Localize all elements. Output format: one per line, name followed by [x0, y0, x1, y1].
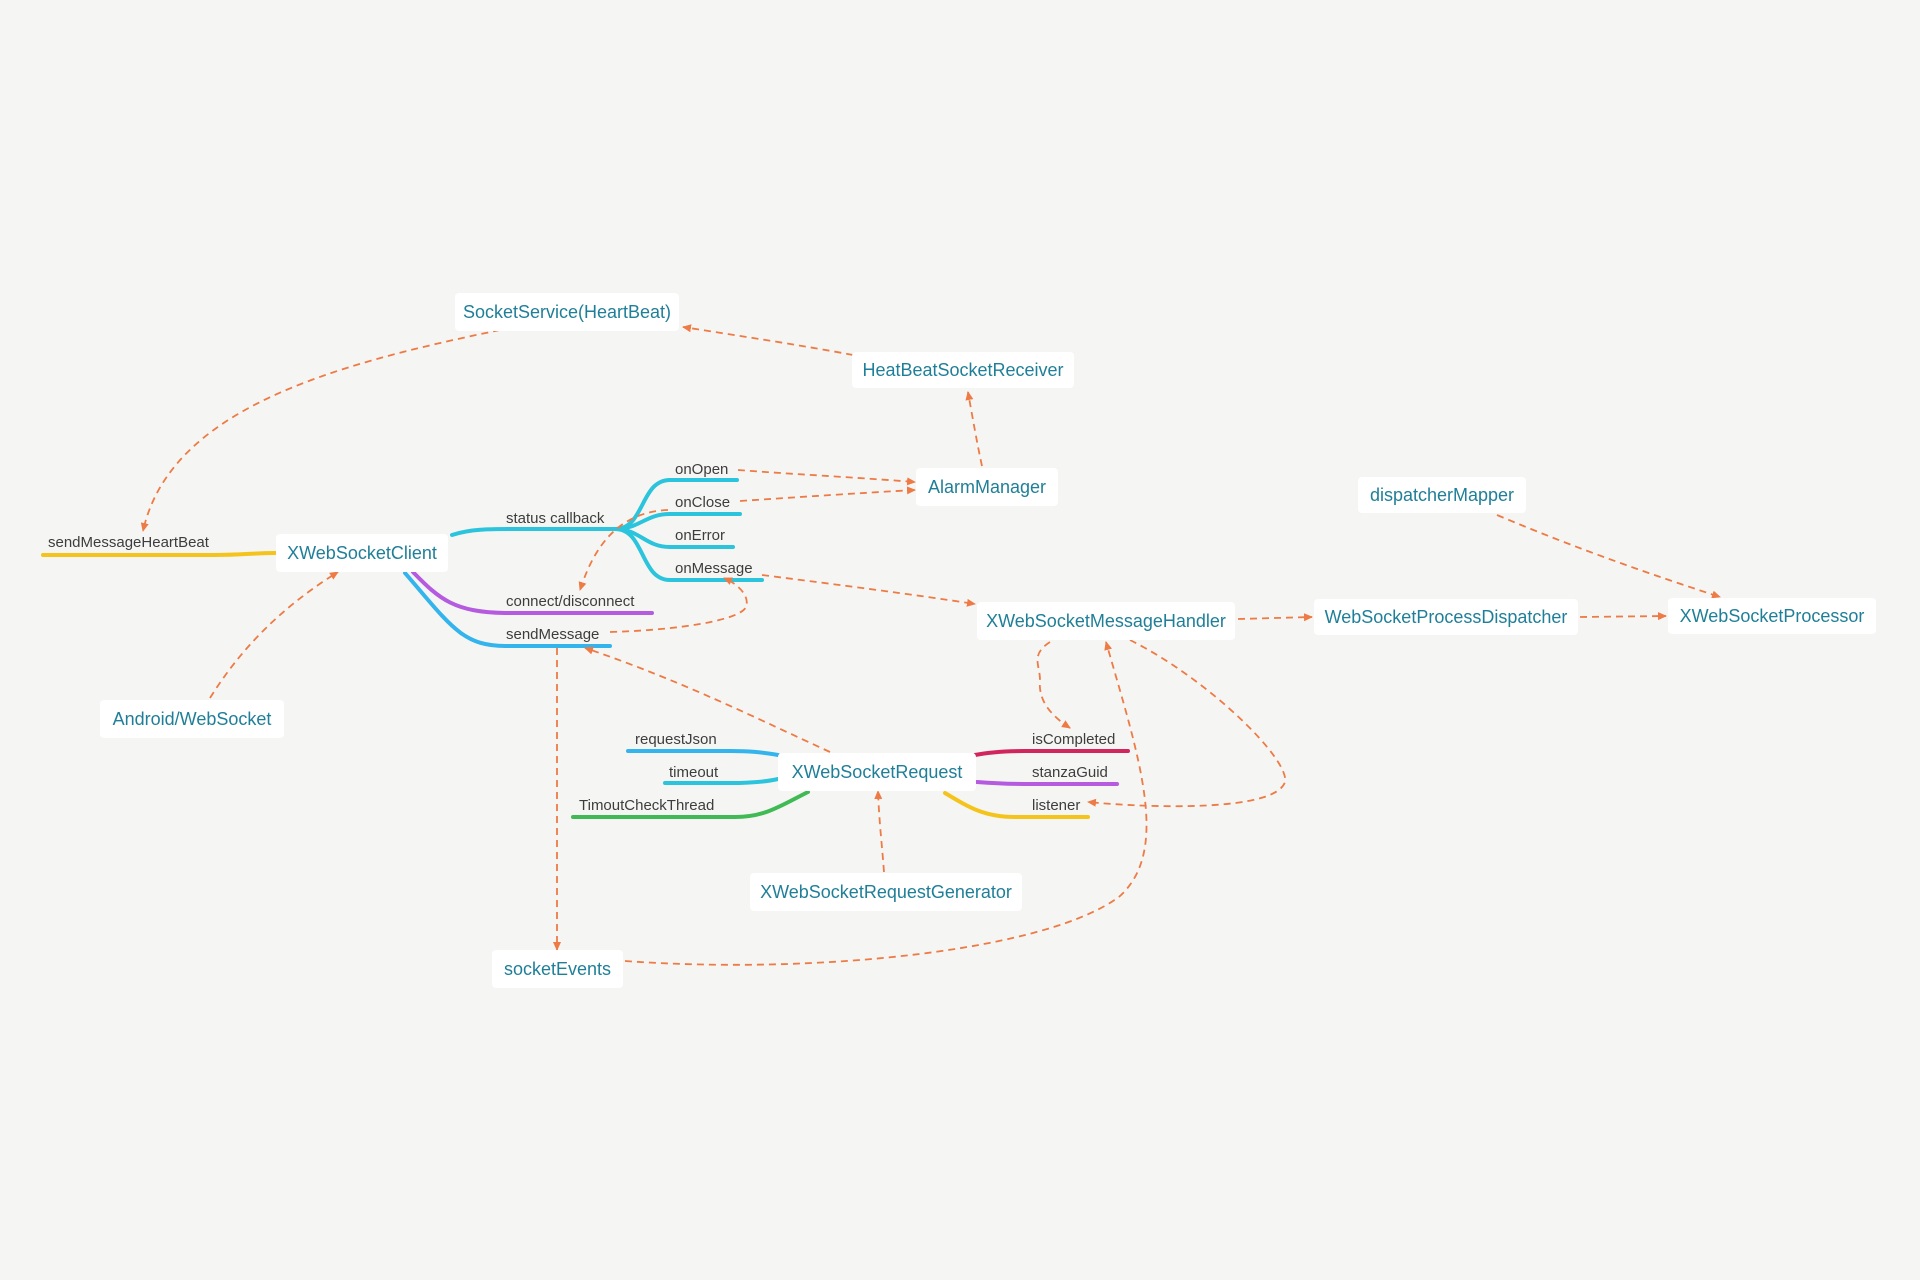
branch-label-on-close: onClose — [675, 494, 731, 511]
node-request-generator[interactable]: XWebSocketRequestGenerator — [750, 873, 1022, 911]
branch-label-on-open: onOpen — [675, 461, 729, 478]
branch-line-timeout-thread — [571, 790, 810, 819]
branch-line-stanza-guid — [975, 780, 1119, 786]
arrow-handler-to-iscompleted — [1036, 641, 1071, 729]
arrow-onclose-to-connect — [578, 509, 669, 591]
node-message-handler[interactable]: XWebSocketMessageHandler — [977, 602, 1235, 640]
arrow-android-to-client — [209, 571, 339, 699]
branch-line-timeout — [663, 777, 780, 785]
branch-label-listener: listener — [1032, 797, 1081, 814]
branch-label-send-message: sendMessage — [506, 626, 600, 643]
branch-line-request-json — [626, 749, 780, 757]
branch-line-connect-disconnect — [411, 570, 654, 615]
branch-label-status-callback: status callback — [506, 510, 605, 527]
node-xwebsocket-request[interactable]: XWebSocketRequest — [778, 753, 976, 791]
branch-label-connect-disconnect: connect/disconnect — [506, 593, 635, 610]
arrow-handler-to-dispatcher — [1237, 613, 1313, 622]
arrow-sendmessage-to-onmessage — [609, 577, 748, 633]
arrow-onmessage-to-handler — [761, 574, 976, 607]
node-socket-service[interactable]: SocketService(HeartBeat) — [455, 293, 679, 331]
arrow-request-to-sendmessage — [584, 646, 831, 753]
node-alarm-manager[interactable]: AlarmManager — [916, 468, 1058, 506]
node-process-dispatcher[interactable]: WebSocketProcessDispatcher — [1314, 599, 1578, 635]
arrow-onopen-to-alarmmanager — [737, 469, 916, 486]
node-xwebsocket-client[interactable]: XWebSocketClient — [276, 534, 448, 572]
branch-label-on-error: onError — [675, 527, 726, 544]
branch-label-is-completed: isCompleted — [1032, 731, 1116, 748]
arrow-generator-to-request — [874, 790, 885, 873]
branch-label-on-message: onMessage — [675, 560, 753, 577]
branch-label-timeout-thread: TimoutCheckThread — [579, 797, 715, 814]
branch-line-is-completed — [973, 749, 1130, 757]
arrow-onclose-to-alarmmanager — [739, 486, 916, 502]
arrow-handler-to-listener — [1087, 639, 1286, 808]
node-dispatcher-mapper[interactable]: dispatcherMapper — [1358, 477, 1526, 513]
branch-label-send-heartbeat: sendMessageHeartBeat — [48, 534, 209, 551]
branch-line-status-callback — [450, 527, 617, 537]
branch-line-listener — [943, 791, 1090, 819]
arrow-dispatchermapper-to-processor — [1496, 514, 1721, 599]
arrow-dispatcher-to-processor — [1579, 612, 1667, 621]
arrow-socketevents-to-handler — [624, 641, 1148, 966]
node-heartbeat-receiver[interactable]: HeatBeatSocketReceiver — [852, 352, 1074, 388]
branch-label-stanza-guid: stanzaGuid — [1032, 764, 1108, 781]
node-socket-events[interactable]: socketEvents — [492, 950, 623, 988]
node-android-websocket[interactable]: Android/WebSocket — [100, 700, 284, 738]
branch-line-send-message — [403, 571, 612, 648]
branch-label-timeout: timeout — [669, 764, 719, 781]
arrow-alarmmanager-to-receiver — [965, 391, 983, 467]
branch-line-send-heartbeat — [41, 551, 277, 557]
arrow-receiver-to-socketservice — [682, 324, 854, 356]
node-processor[interactable]: XWebSocketProcessor — [1668, 598, 1876, 634]
arrow-socketservice-to-heartbeat-branch — [140, 329, 501, 532]
branch-label-request-json: requestJson — [635, 731, 717, 748]
branch-line-on-message — [613, 527, 764, 582]
